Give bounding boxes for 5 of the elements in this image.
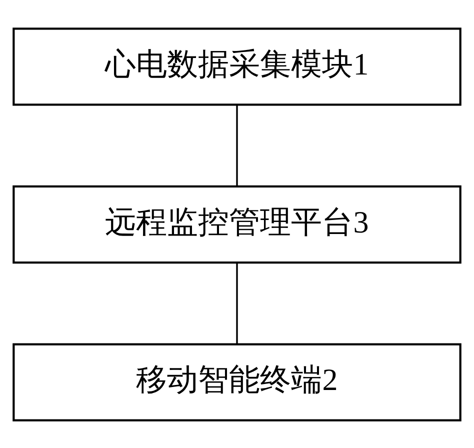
node-box: 移动智能终端2 xyxy=(12,342,462,421)
connector xyxy=(236,262,238,344)
connector xyxy=(236,104,238,186)
node-box: 远程监控管理平台3 xyxy=(12,184,462,264)
node-box: 心电数据采集模块1 xyxy=(12,27,462,106)
